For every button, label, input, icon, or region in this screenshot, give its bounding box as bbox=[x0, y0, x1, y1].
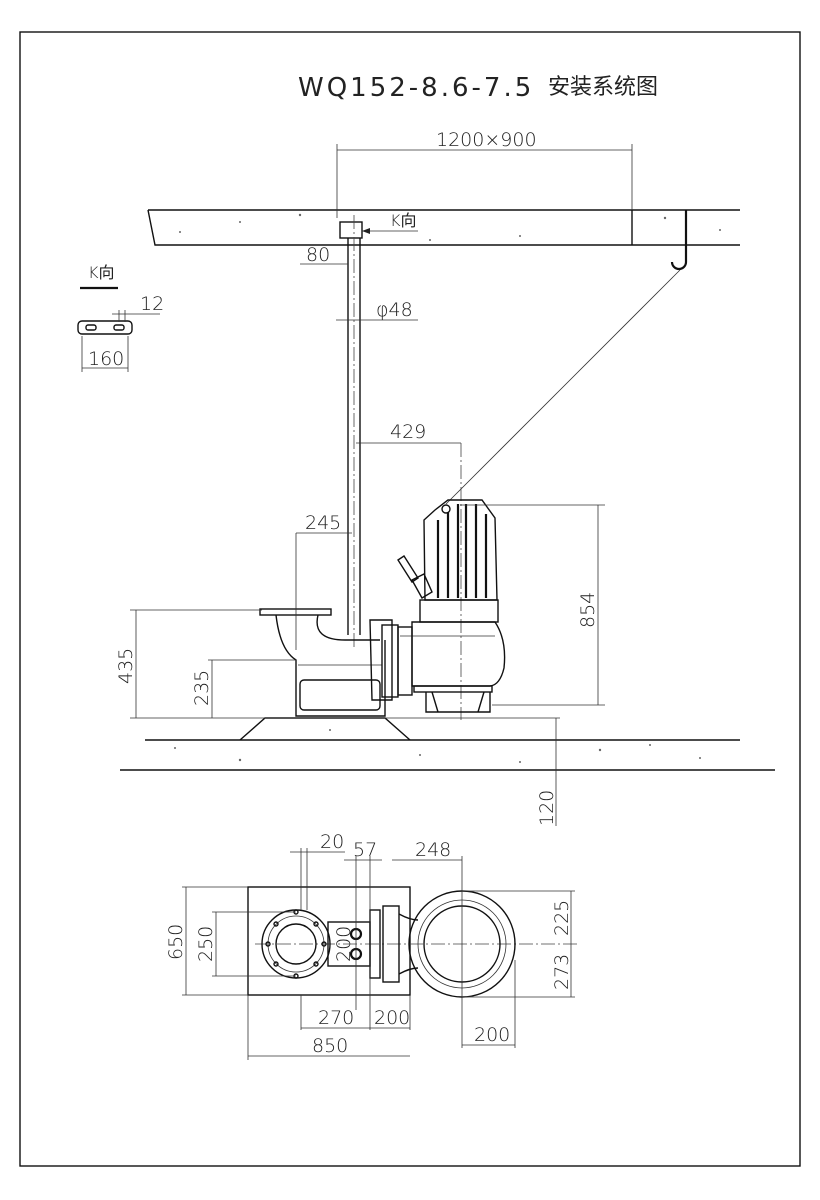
foundation bbox=[120, 717, 775, 771]
dim-base-height: 235 bbox=[191, 659, 296, 718]
dim-270: 270 bbox=[318, 1007, 354, 1029]
dim-120: 120 bbox=[536, 790, 558, 826]
dim-200-a: 200 bbox=[374, 1007, 410, 1029]
dim-pipe-dia: φ48 bbox=[336, 299, 418, 321]
dim-200-b: 200 bbox=[474, 1024, 510, 1046]
dim-200-mid: 200 bbox=[333, 926, 355, 962]
dim-429: 429 bbox=[390, 421, 426, 443]
lifting-chain bbox=[445, 269, 681, 505]
plan-view bbox=[247, 886, 580, 998]
dim-245: 245 bbox=[305, 512, 341, 534]
dim-225: 225 bbox=[551, 900, 573, 936]
dim-248: 248 bbox=[415, 839, 451, 861]
dim-span: 1200×900 bbox=[336, 129, 633, 218]
dim-pump-offset: 429 bbox=[356, 421, 462, 720]
dim-20: 20 bbox=[320, 831, 344, 853]
ceiling-slab bbox=[147, 209, 740, 246]
k-detail-label: K向 bbox=[88, 263, 115, 282]
dim-phi48: φ48 bbox=[376, 299, 413, 321]
plan-dimensions: 20 57 248 650 250 200 225 273 270 200 85… bbox=[165, 831, 575, 1060]
drawing-frame bbox=[19, 31, 801, 1167]
k-view-label: K向 bbox=[390, 211, 417, 230]
pump bbox=[397, 499, 506, 713]
lifting-hook bbox=[670, 210, 688, 271]
title-caption: 安装系统图 bbox=[548, 75, 658, 100]
dim-bracket-offset: 80 bbox=[300, 244, 348, 266]
title-model: WQ152-8.6-7.5 bbox=[298, 73, 534, 103]
dim-pad-depth: 120 bbox=[536, 718, 558, 826]
dim-12: 12 bbox=[140, 293, 164, 315]
dim-650: 650 bbox=[165, 924, 187, 960]
dim-854: 854 bbox=[577, 592, 599, 628]
dim-outlet-height: 435 bbox=[115, 609, 262, 718]
dim-273: 273 bbox=[551, 954, 573, 990]
k-detail: K向 12 160 bbox=[77, 263, 164, 372]
dim-pump-height: 854 bbox=[460, 504, 605, 706]
dim-span-label: 1200×900 bbox=[436, 129, 537, 151]
dim-250: 250 bbox=[195, 926, 217, 962]
dim-57: 57 bbox=[353, 839, 377, 861]
dim-elbow-offset: 245 bbox=[295, 512, 352, 650]
dim-80: 80 bbox=[306, 244, 330, 266]
dim-435: 435 bbox=[115, 648, 137, 684]
auto-coupling-base bbox=[259, 608, 413, 717]
dim-235: 235 bbox=[191, 670, 213, 706]
dim-160: 160 bbox=[88, 348, 124, 370]
k-view-arrow: K向 bbox=[362, 211, 418, 234]
guide-pipe bbox=[339, 215, 363, 650]
dim-850: 850 bbox=[312, 1035, 348, 1057]
